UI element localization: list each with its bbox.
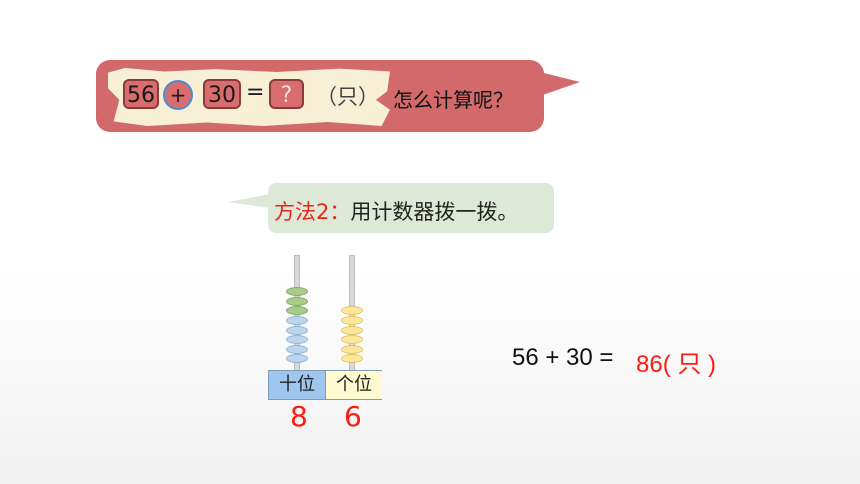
tens-bead [286, 306, 308, 316]
tens-place-label: 十位 [269, 371, 325, 399]
question-mark: ? [280, 83, 293, 108]
unit-label: （只） [316, 85, 379, 109]
tens-bead [286, 287, 308, 297]
unknown-tile: ? [269, 79, 304, 109]
result-answer: 86( 只 ) [636, 351, 717, 378]
second-addend: 30 [208, 83, 236, 108]
method-bubble-tail [228, 194, 270, 208]
first-addend: 56 [127, 83, 155, 108]
equals-sign: = [246, 80, 265, 105]
method-text: 用计数器拨一拨。 [350, 200, 519, 224]
tens-digit: 8 [290, 400, 308, 433]
ones-bead [341, 354, 363, 364]
question-text: 怎么计算呢？ [393, 88, 513, 112]
ones-bead [341, 325, 363, 335]
method-line: 方法2：用计数器拨一拨。 [274, 196, 518, 226]
result-equation: 56 + 30 = [512, 344, 614, 371]
tens-bead [286, 316, 308, 325]
method-label: 方法2 [274, 200, 330, 224]
ones-place-label: 个位 [325, 371, 382, 399]
method-colon: ： [329, 200, 351, 224]
tens-bead [286, 325, 308, 335]
first-addend-tile: 56 [123, 79, 159, 109]
second-addend-tile: 30 [203, 79, 241, 109]
question-bubble-tail [540, 72, 580, 96]
tens-bead [286, 344, 308, 354]
plus-operator: + [163, 80, 193, 110]
ones-bead [341, 344, 363, 354]
ones-bead [341, 335, 363, 345]
ones-bead [341, 316, 363, 325]
tens-bead [286, 296, 308, 306]
tens-bead [286, 335, 308, 345]
tens-bead [286, 354, 308, 364]
plus-sign: + [169, 83, 187, 107]
method-bubble [268, 183, 554, 233]
ones-bead [341, 306, 363, 316]
ones-digit: 6 [344, 400, 362, 433]
